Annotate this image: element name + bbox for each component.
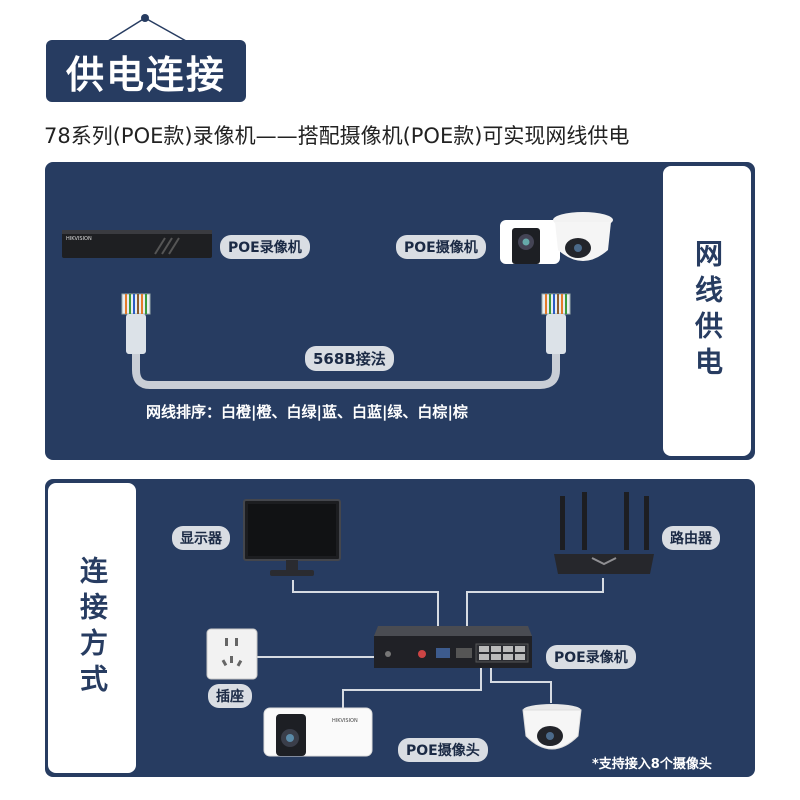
router-image bbox=[554, 492, 654, 574]
monitor-line-v bbox=[292, 580, 294, 592]
connection-side-tab: 连接方式 bbox=[48, 483, 136, 773]
router-line-h bbox=[466, 591, 604, 593]
network-cable-image bbox=[121, 293, 571, 389]
camera-line-b-drop bbox=[550, 681, 552, 703]
camera-line-a-drop bbox=[342, 689, 344, 711]
camera-line-b bbox=[490, 668, 492, 682]
router-line-v bbox=[602, 578, 604, 592]
bullet-camera-image bbox=[263, 707, 373, 757]
camera-brand: HIKVISION bbox=[332, 718, 358, 724]
page-subtitle: 78系列(POE款)录像机——搭配摄像机(POE款)可实现网线供电 bbox=[44, 124, 630, 148]
router-label: 路由器 bbox=[662, 526, 720, 550]
max-camera-note: *支持接入8个摄像头 bbox=[592, 757, 712, 772]
socket-line bbox=[256, 656, 376, 658]
nvr-main-image bbox=[374, 626, 532, 668]
nvr-brand: HIKVISION bbox=[66, 236, 92, 242]
nvr-device-image bbox=[62, 230, 212, 258]
nvr-main-label: POE录像机 bbox=[546, 645, 636, 669]
nvr-label: POE录像机 bbox=[220, 235, 310, 259]
router-line-drop bbox=[466, 591, 468, 641]
socket-image bbox=[206, 628, 258, 680]
camera-main-label: POE摄像头 bbox=[398, 738, 488, 762]
power-side-label: 网线供电 bbox=[691, 239, 724, 383]
monitor-line-h bbox=[292, 591, 439, 593]
camera-pair-image bbox=[500, 212, 613, 264]
monitor-line-drop bbox=[437, 591, 439, 641]
monitor-label: 显示器 bbox=[172, 526, 230, 550]
camera-line-a-h bbox=[342, 689, 482, 691]
page-title: 供电连接 bbox=[46, 40, 246, 102]
wiring-order-text: 网线排序：白橙|橙、白绿|蓝、白蓝|绿、白棕|棕 bbox=[146, 403, 468, 421]
power-panel bbox=[45, 162, 755, 460]
camera-label: POE摄像机 bbox=[396, 235, 486, 259]
socket-label: 插座 bbox=[208, 684, 252, 708]
dome-camera-image bbox=[522, 704, 582, 750]
connection-side-label: 连接方式 bbox=[76, 556, 109, 700]
wiring-label: 568B接法 bbox=[305, 346, 394, 371]
power-side-tab: 网线供电 bbox=[663, 166, 751, 456]
camera-line-a bbox=[480, 668, 482, 690]
monitor-image bbox=[243, 499, 341, 576]
camera-line-b-h bbox=[490, 681, 552, 683]
